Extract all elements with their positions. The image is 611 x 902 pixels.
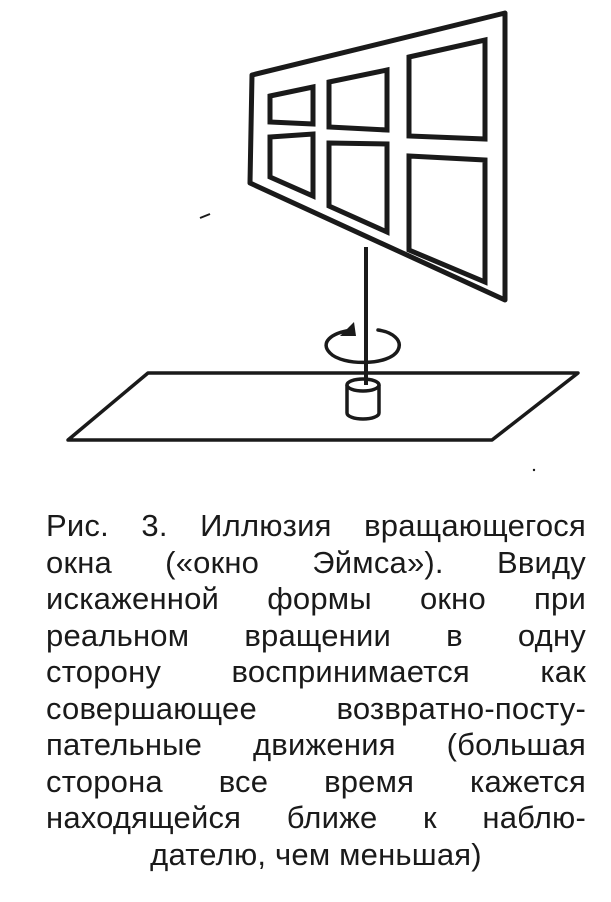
caption-line: пательные движения (большая: [46, 727, 586, 762]
caption-line: сторону воспринимается как: [46, 654, 586, 689]
figure-caption: Рис. 3. Иллюзия вращающегося окна («окно…: [46, 508, 586, 873]
caption-line: находящейся ближе к наблю-: [46, 800, 586, 835]
window-pane: [267, 83, 316, 127]
base-plane: [66, 371, 580, 442]
caption-line: реальном вращении в одну: [46, 617, 586, 653]
ames-window-figure: [66, 10, 580, 472]
rod-holder: [345, 377, 381, 421]
window-pane: [326, 140, 390, 236]
caption-line: сторона все время кажется: [46, 763, 586, 799]
caption-line: дателю, чем меньшая): [150, 836, 482, 872]
window-pane: [326, 66, 390, 133]
ames-window: [247, 10, 508, 303]
rotation-arrow-icon: [324, 322, 401, 365]
caption-line: окна («окно Эймса»). Ввиду: [46, 544, 586, 580]
caption-line: Рис. 3. Иллюзия вращающегося: [46, 508, 586, 543]
print-speck: [199, 213, 211, 219]
window-pane: [406, 153, 488, 286]
window-frame: [247, 10, 508, 303]
caption-line: совершающее возвратно-посту-: [46, 690, 586, 726]
caption-line: искаженной формы окно при: [46, 581, 586, 616]
window-pane: [267, 131, 316, 200]
window-pane: [406, 36, 488, 142]
print-speck: [534, 404, 538, 408]
print-speck: [532, 468, 536, 472]
